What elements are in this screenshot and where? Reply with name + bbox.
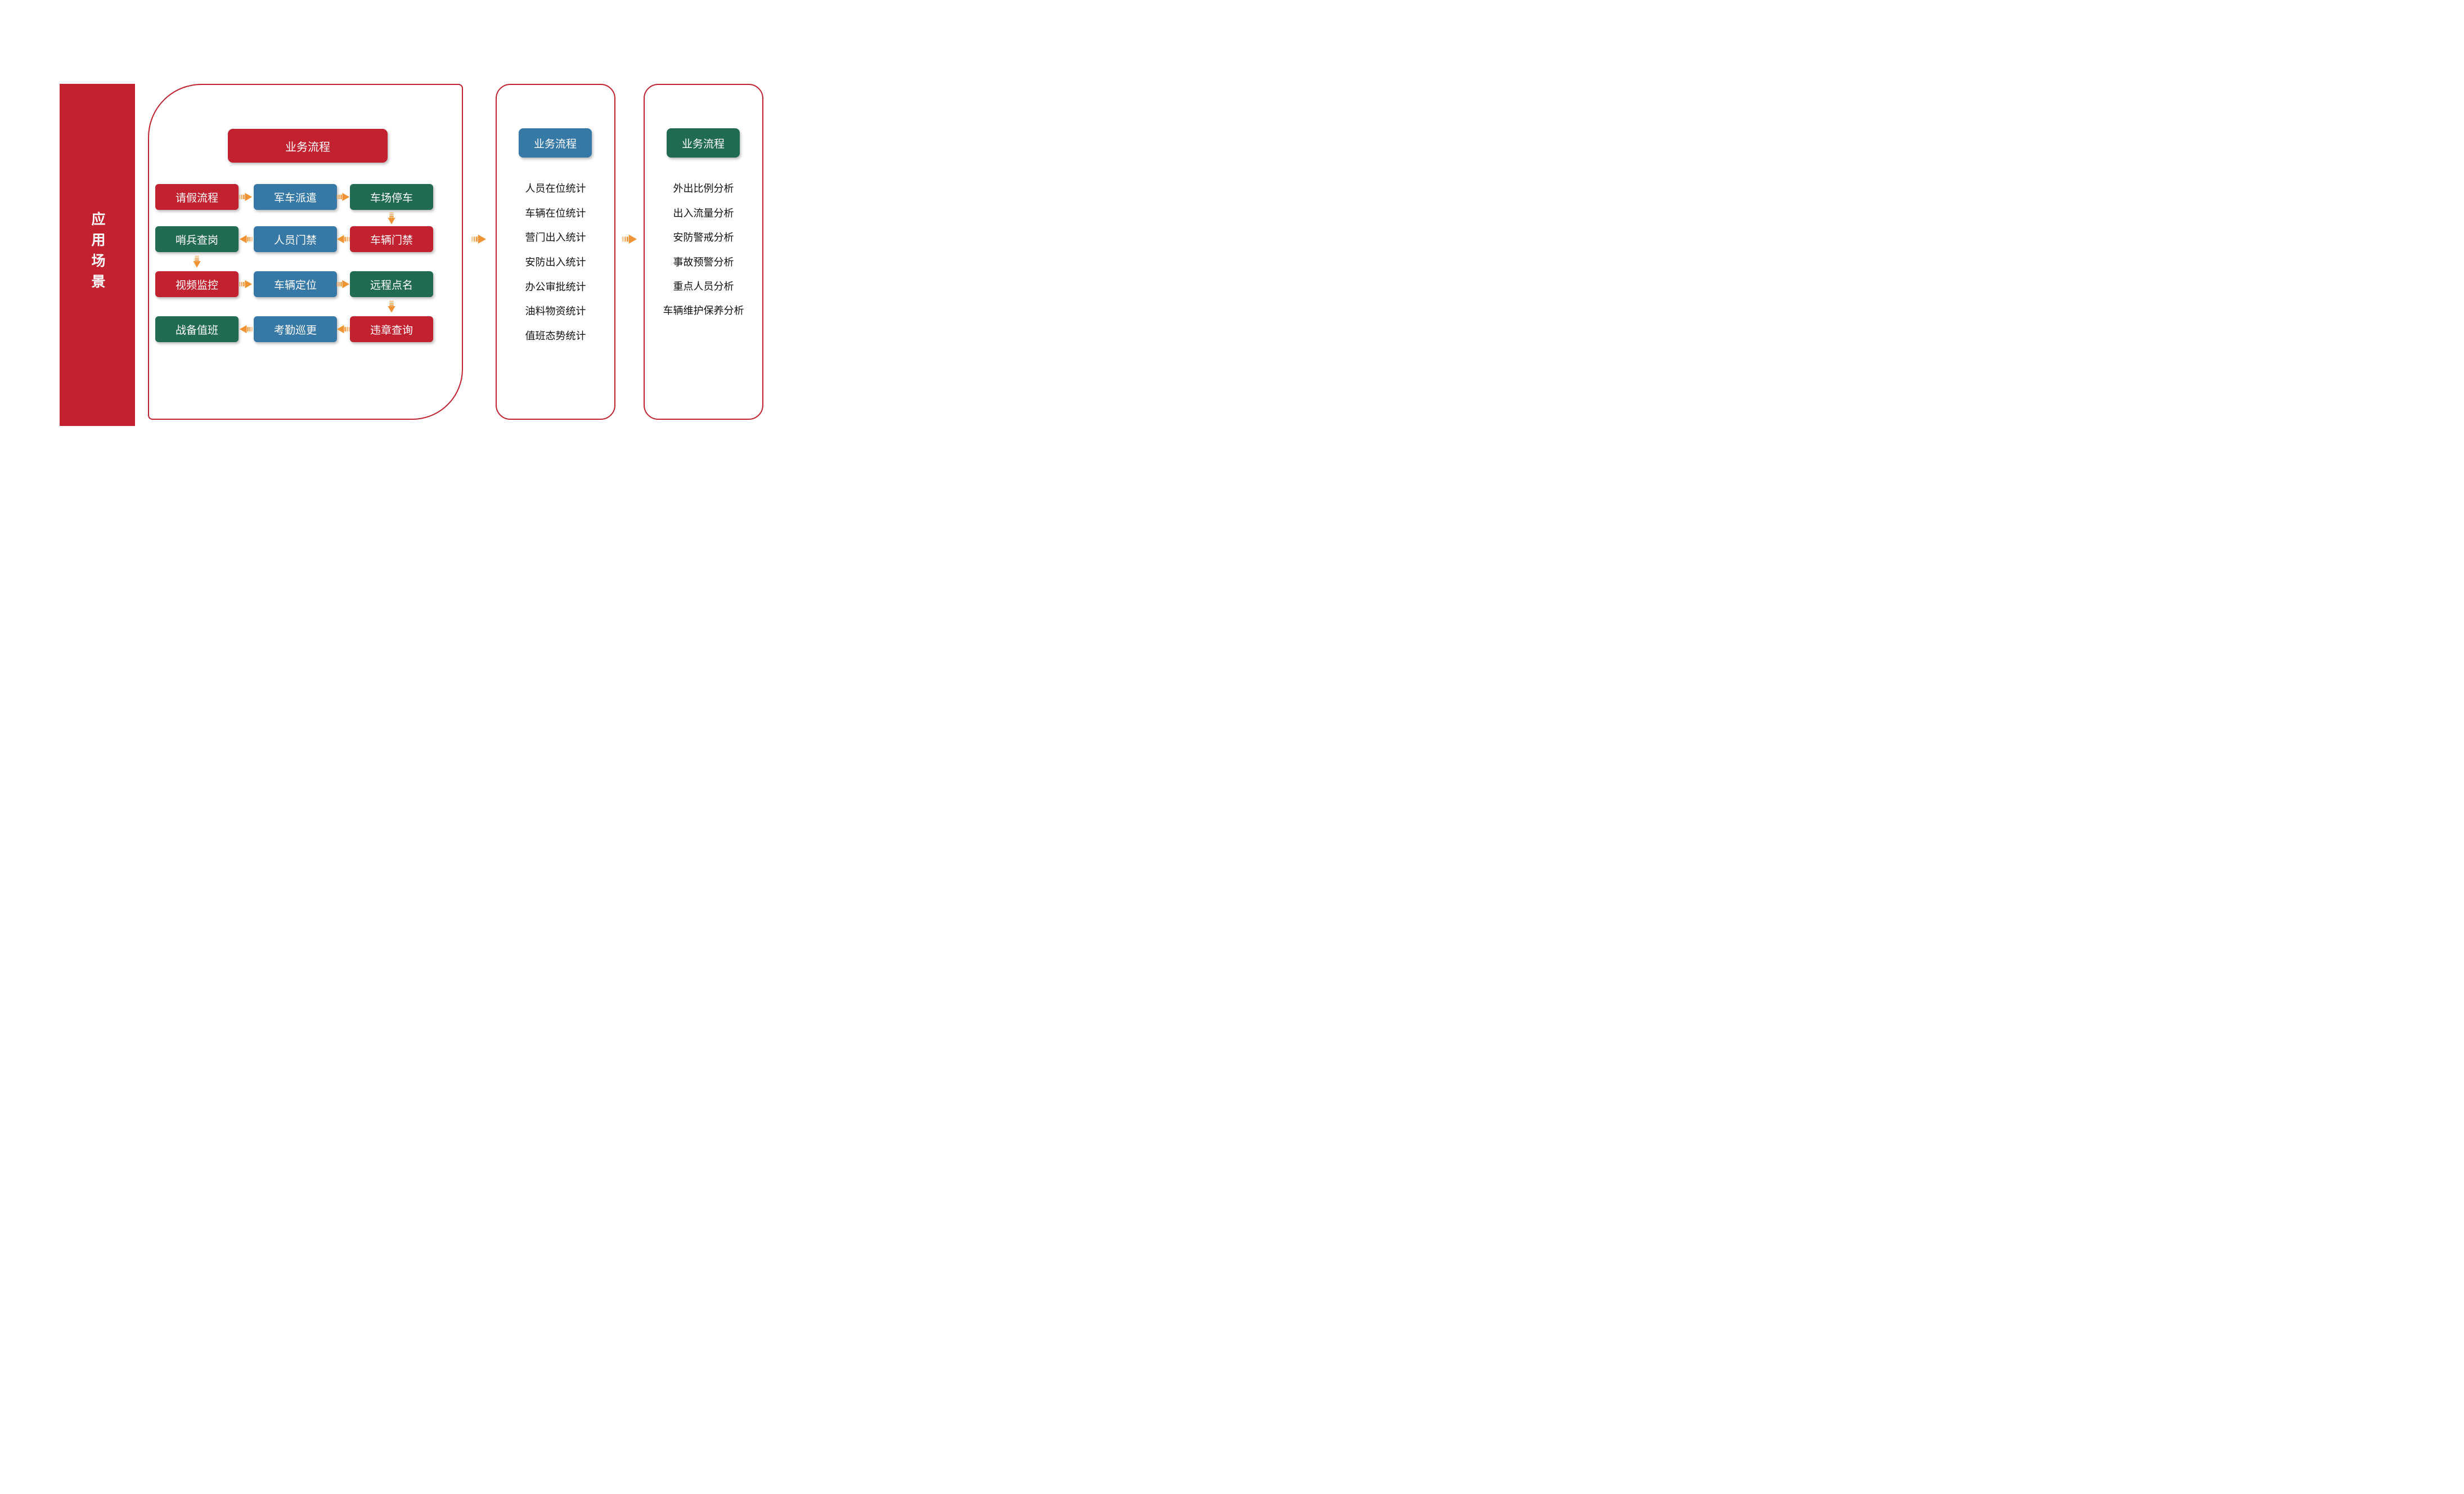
flow-box-label: 军车派遣 — [273, 192, 317, 204]
analysis-item: 事故预警分析 — [673, 257, 734, 268]
analysis-item: 车辆维护保养分析 — [663, 305, 744, 316]
flow-arrow-down-icon — [190, 255, 204, 268]
flow-panel-title: 业务流程 — [228, 129, 388, 163]
stats-item: 办公审批统计 — [525, 281, 586, 293]
analysis-panel-title: 业务流程 — [667, 128, 740, 158]
flow-box-chechangtingche: 车场停车 — [350, 184, 433, 210]
flow-box-renyuanmenjin: 人员门禁 — [254, 226, 337, 252]
flow-arrow-right-icon — [239, 279, 253, 290]
flow-arrow-right-icon — [239, 191, 253, 203]
panel-link-arrow-icon — [471, 233, 487, 245]
stats-item: 值班态势统计 — [525, 330, 586, 342]
analysis-panel-title-label: 业务流程 — [681, 138, 725, 150]
flow-arrow-left-icon — [239, 234, 253, 245]
flow-box-kaoqinxungeng: 考勤巡更 — [254, 316, 337, 342]
flow-box-label: 车辆门禁 — [370, 234, 413, 246]
flow-box-label: 车场停车 — [370, 192, 413, 204]
flow-arrow-left-icon — [239, 324, 253, 335]
flow-arrow-down-icon — [385, 300, 398, 313]
flow-box-cheliangdingwei: 车辆定位 — [254, 271, 337, 297]
flow-box-cheliangmenjin: 车辆门禁 — [350, 226, 433, 252]
panel-link-arrow-icon — [622, 233, 637, 245]
stats-item: 车辆在位统计 — [525, 208, 586, 219]
flow-box-yuanchengdianming: 远程点名 — [350, 271, 433, 297]
flow-arrow-left-icon — [336, 324, 350, 335]
analysis-item: 出入流量分析 — [673, 208, 734, 219]
analysis-item: 重点人员分析 — [673, 281, 734, 292]
diagram-canvas: 应用场景 业务流程 请假流程 军车派遣 车场停车 哨兵查岗 人员门禁 车辆门禁 … — [0, 0, 821, 498]
application-scenarios-label: 应用场景 — [89, 212, 105, 295]
flow-arrow-right-icon — [336, 191, 350, 203]
flow-box-shaobingchagang: 哨兵查岗 — [155, 226, 239, 252]
flow-box-label: 车辆定位 — [273, 279, 317, 291]
flow-box-label: 请假流程 — [175, 192, 218, 204]
flow-box-label: 战备值班 — [175, 324, 218, 337]
stats-panel-title-label: 业务流程 — [533, 138, 577, 150]
flow-box-junchepaiqian: 军车派遣 — [254, 184, 337, 210]
application-scenarios-bar: 应用场景 — [60, 84, 135, 426]
flow-box-label: 哨兵查岗 — [175, 234, 218, 246]
analysis-item: 安防警戒分析 — [673, 232, 734, 243]
flow-box-zhanbeizhiban: 战备值班 — [155, 316, 239, 342]
flow-box-label: 视频监控 — [175, 279, 218, 291]
stats-item: 人员在位统计 — [525, 183, 586, 194]
flow-box-weizhangchaxun: 违章查询 — [350, 316, 433, 342]
stats-item: 营门出入统计 — [525, 232, 586, 243]
flow-panel-title-label: 业务流程 — [285, 141, 330, 154]
stats-item: 油料物资统计 — [525, 306, 586, 317]
stats-item: 安防出入统计 — [525, 257, 586, 268]
analysis-item: 外出比例分析 — [673, 183, 734, 194]
flow-arrow-down-icon — [385, 212, 398, 225]
flow-box-label: 违章查询 — [370, 324, 413, 337]
flow-box-label: 考勤巡更 — [273, 324, 317, 337]
flow-arrow-left-icon — [336, 234, 350, 245]
flow-arrow-right-icon — [336, 279, 350, 290]
stats-panel-title: 业务流程 — [519, 128, 592, 158]
flow-box-label: 人员门禁 — [273, 234, 317, 246]
flow-box-qingjialiucheng: 请假流程 — [155, 184, 239, 210]
flow-box-label: 远程点名 — [370, 279, 413, 291]
flow-box-shipinjiankong: 视频监控 — [155, 271, 239, 297]
